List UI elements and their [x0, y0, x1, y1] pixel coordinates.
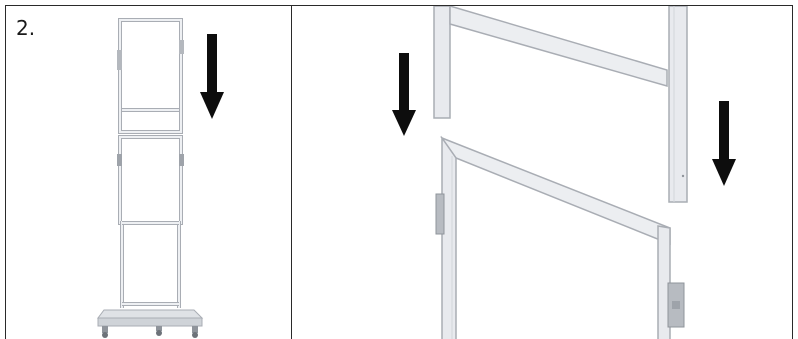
frame-joint-closeup-illustration — [292, 6, 793, 339]
right-panel — [291, 5, 793, 339]
left-panel: 2. — [5, 5, 292, 339]
lower-stand — [98, 137, 202, 338]
down-arrow-icon — [392, 53, 416, 136]
lower-frame — [436, 138, 684, 339]
upper-frame-corner — [434, 6, 687, 202]
down-arrow-icon — [200, 34, 224, 119]
upper-sign-frame — [117, 20, 184, 132]
stand-assembly-illustration — [6, 6, 292, 339]
down-arrow-icon — [712, 101, 736, 186]
